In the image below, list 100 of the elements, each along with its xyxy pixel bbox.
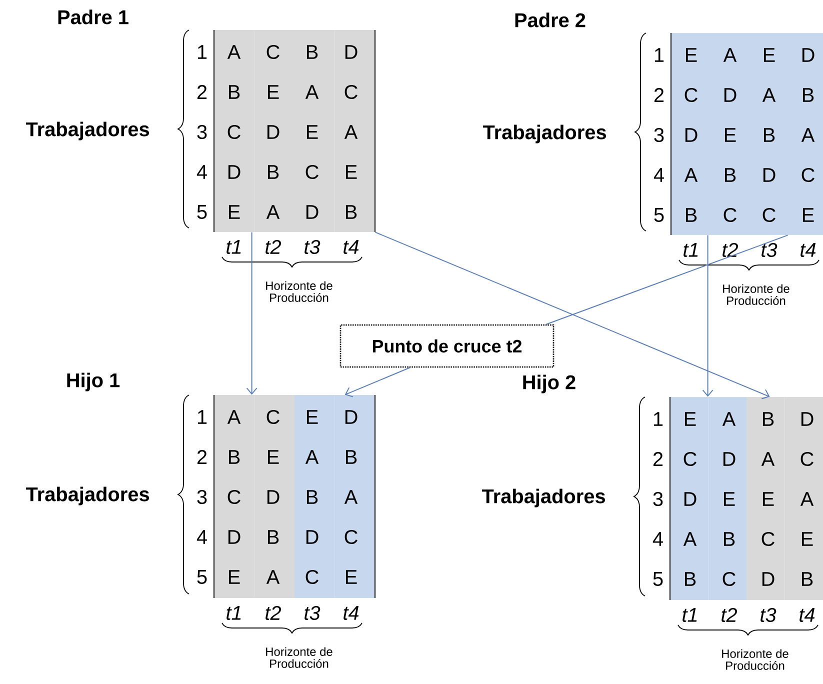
brace-label: Horizonte de Producción xyxy=(723,284,790,305)
grid-letter: D xyxy=(763,168,776,182)
grid-letter: E xyxy=(346,165,357,179)
arrow xyxy=(702,234,714,397)
grid-letter: E xyxy=(725,128,736,142)
grid-letter: C xyxy=(228,490,240,504)
grid-letter: E xyxy=(803,208,814,222)
grid-letter: B xyxy=(346,450,357,464)
grid-letter: B xyxy=(764,128,775,142)
row-number: 2 xyxy=(653,452,663,466)
grid-letter: A xyxy=(266,205,280,219)
grid-letter: E xyxy=(685,412,696,426)
grid-letter: D xyxy=(228,530,240,544)
grid-letter: E xyxy=(229,205,240,219)
grid-letter: D xyxy=(685,128,698,142)
brace-label: Horizonte de Producción xyxy=(722,649,788,670)
grid-letter: A xyxy=(227,45,241,59)
brace-label: Trabajadores xyxy=(482,124,606,144)
brace-label: Trabajadores xyxy=(482,488,605,508)
grid-letter: A xyxy=(762,88,776,102)
row-number: 5 xyxy=(197,205,207,219)
grid-letter: E xyxy=(802,532,813,546)
grid-letter: C xyxy=(266,44,280,60)
grid-letter: B xyxy=(724,532,735,546)
grid-letter: C xyxy=(722,572,736,586)
grid-letter: C xyxy=(684,88,698,102)
grid-letter: C xyxy=(266,410,280,424)
grid-letter: C xyxy=(228,124,240,140)
period-label: t2 xyxy=(722,242,738,258)
grid-letter: A xyxy=(344,490,358,504)
arrow xyxy=(374,232,770,400)
grid-title: Hijo 1 xyxy=(67,372,120,392)
grid-letter: A xyxy=(344,125,358,139)
row-number: 4 xyxy=(196,530,207,544)
period-label: t2 xyxy=(266,240,282,254)
grid-letter: E xyxy=(764,48,775,62)
row-number: 3 xyxy=(197,490,207,504)
grid-letter: D xyxy=(228,165,240,179)
grid-letter: B xyxy=(268,530,279,544)
grid-letter: B xyxy=(229,85,240,99)
grid-letter: E xyxy=(763,492,774,506)
grid-letter: E xyxy=(268,85,279,99)
brace-label: Horizonte de Producción xyxy=(266,281,332,302)
grid-letter: C xyxy=(306,164,318,180)
row-number: 4 xyxy=(196,165,207,179)
period-label: t4 xyxy=(344,240,359,254)
period-label: t4 xyxy=(800,243,816,257)
grid-letter: D xyxy=(306,530,318,544)
arrow xyxy=(246,232,258,395)
grid-letter: C xyxy=(762,208,776,222)
grid-letter: A xyxy=(722,412,736,426)
grid-letter: C xyxy=(762,532,774,546)
note-box: Punto de cruce t2 xyxy=(340,324,554,368)
row-number: 5 xyxy=(653,572,663,586)
grid-letter: C xyxy=(344,530,358,544)
grid-letter: C xyxy=(344,84,358,100)
grid-title: Hijo 2 xyxy=(523,374,576,394)
grid-letter: D xyxy=(801,412,814,426)
grid-letter: B xyxy=(346,205,357,219)
grid-letter: D xyxy=(684,492,696,506)
grid-letter: E xyxy=(346,570,357,584)
grid-letter: D xyxy=(723,452,736,466)
grid-letter: D xyxy=(762,572,774,586)
row-number: 4 xyxy=(654,168,664,182)
row-number: 3 xyxy=(197,124,207,140)
grid-letter: D xyxy=(306,205,318,219)
row-number: 3 xyxy=(654,128,664,142)
grid-letter: E xyxy=(229,570,240,584)
grid-letter: B xyxy=(803,88,814,102)
grid-letter: D xyxy=(267,490,280,504)
brace-label: Trabajadores xyxy=(26,486,149,506)
grid-letter: A xyxy=(266,570,280,584)
row-number: 4 xyxy=(652,532,663,546)
period-label: t1 xyxy=(684,243,698,257)
grid-letter: A xyxy=(683,532,697,546)
row-number: 3 xyxy=(653,492,663,506)
grid-letter: C xyxy=(802,168,814,182)
row-number: 5 xyxy=(654,208,664,222)
row-number: 1 xyxy=(654,412,663,426)
grid-letter: C xyxy=(800,452,814,466)
grid-letter: C xyxy=(306,570,318,584)
grid-letter: A xyxy=(227,410,241,424)
grid-letter: A xyxy=(684,168,698,182)
grid-letter: B xyxy=(763,412,774,426)
row-number: 5 xyxy=(197,570,207,584)
grid-letter: A xyxy=(723,48,737,62)
period-label: t1 xyxy=(226,240,241,254)
grid-letter: A xyxy=(305,450,319,464)
brace-label: Trabajadores xyxy=(26,122,149,140)
grid-letter: E xyxy=(307,125,318,139)
grid-letter: D xyxy=(267,125,280,139)
grid-letter: C xyxy=(684,452,696,466)
brace-label: Horizonte de Producción xyxy=(266,647,332,668)
grid-letter: B xyxy=(268,165,279,179)
grid-letter: B xyxy=(307,45,318,59)
grid-letter: E xyxy=(686,48,697,62)
grid-letter: E xyxy=(268,450,279,464)
row-number: 2 xyxy=(654,88,664,102)
arrow xyxy=(344,367,410,398)
grid-letter: C xyxy=(724,208,736,222)
